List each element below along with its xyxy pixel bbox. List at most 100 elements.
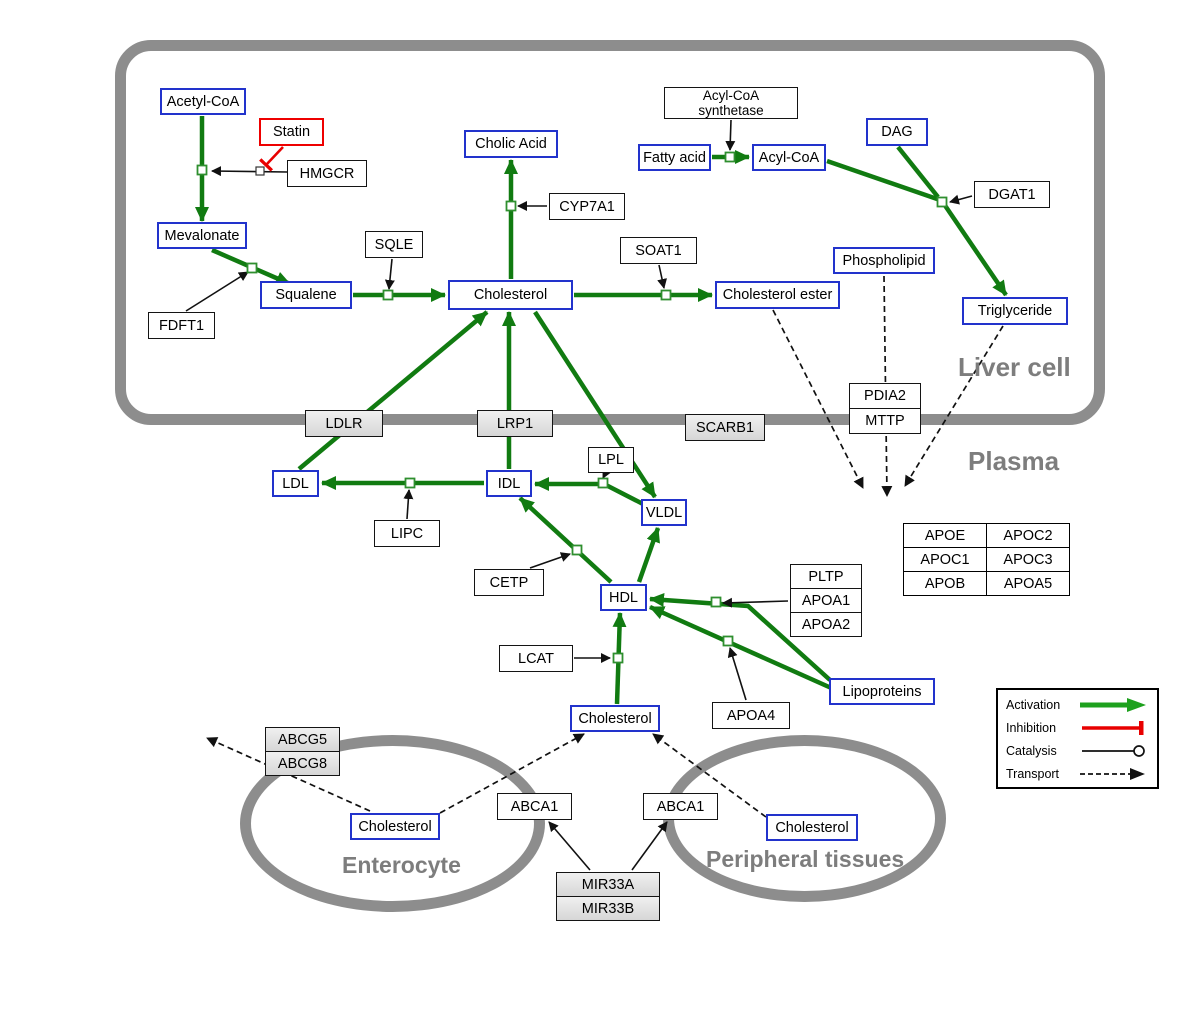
edge-junction-to-triglyceride	[942, 202, 1008, 297]
node-pdia2[interactable]: PDIA2	[849, 383, 921, 409]
node-fatty-acid[interactable]: Fatty acid	[638, 144, 711, 171]
edge-hdl-to-idl	[518, 496, 613, 584]
reaction-square	[722, 635, 734, 647]
node-dgat1[interactable]: DGAT1	[974, 181, 1050, 208]
node-lpl[interactable]: LPL	[588, 447, 634, 473]
edge-acylcoa-synthetase-catalysis	[725, 119, 736, 151]
reaction-square	[936, 196, 948, 208]
edge-ldl-to-cholesterol	[297, 310, 489, 471]
node-abca1-left[interactable]: ABCA1	[497, 793, 572, 820]
legend-activation-label: Activation	[1006, 697, 1061, 712]
node-cetp[interactable]: CETP	[474, 569, 544, 596]
apo-table-cell[interactable]: APOB	[903, 571, 987, 596]
peripheral-tissues-label: Peripheral tissues	[706, 846, 905, 872]
legend-inhibition-label: Inhibition	[1006, 720, 1057, 735]
node-cholesterol-ester[interactable]: Cholesterol ester	[715, 281, 840, 309]
node-lcat[interactable]: LCAT	[499, 645, 573, 672]
edge-cetp-catalysis	[529, 552, 571, 569]
reaction-square	[196, 164, 208, 176]
edge-cholesterol-to-vldl	[533, 310, 657, 499]
edge-cholesterylester-secretion	[772, 309, 864, 489]
edge-dag-to-junction	[896, 145, 940, 199]
plasma-label: Plasma	[968, 446, 1060, 476]
edge-triglyceride-secretion	[904, 325, 1004, 487]
edge-soat1-catalysis	[657, 264, 667, 289]
reaction-square	[724, 151, 736, 163]
node-idl[interactable]: IDL	[486, 470, 532, 497]
edge-lipc-catalysis	[403, 489, 414, 520]
reaction-square	[382, 289, 394, 301]
node-abcg5[interactable]: ABCG5	[265, 727, 340, 752]
legend-catalysis-label: Catalysis	[1006, 743, 1057, 758]
reaction-square	[710, 596, 722, 608]
node-ldl[interactable]: LDL	[272, 470, 319, 497]
node-scarb1[interactable]: SCARB1	[685, 414, 765, 441]
node-fdft1[interactable]: FDFT1	[148, 312, 215, 339]
enterocyte-region	[240, 735, 545, 912]
node-cholesterol-liver[interactable]: Cholesterol	[448, 280, 573, 310]
node-sqle[interactable]: SQLE	[365, 231, 423, 258]
edge-dgat1-catalysis	[949, 194, 973, 205]
node-mevalonate[interactable]: Mevalonate	[157, 222, 247, 249]
apo-table-cell[interactable]: APOA5	[986, 571, 1070, 596]
node-cholesterol-plasma[interactable]: Cholesterol	[570, 705, 660, 732]
legend-row-inhibition: Inhibition	[998, 716, 1157, 739]
node-hmgcr[interactable]: HMGCR	[287, 160, 367, 187]
node-vldl[interactable]: VLDL	[641, 499, 687, 526]
node-abcg8[interactable]: ABCG8	[265, 751, 340, 776]
node-lrp1[interactable]: LRP1	[477, 410, 553, 437]
node-triglyceride[interactable]: Triglyceride	[962, 297, 1068, 325]
anchor-square	[255, 166, 265, 176]
edge-peripheral-cholesterol-efflux	[652, 733, 767, 818]
apo-table-cell[interactable]: APOE	[903, 523, 987, 548]
edge-enterocyte-cholesterol-efflux	[439, 733, 585, 814]
node-acetyl-coa[interactable]: Acetyl-CoA	[160, 88, 246, 115]
node-cholic-acid[interactable]: Cholic Acid	[464, 130, 558, 158]
node-soat1[interactable]: SOAT1	[620, 237, 697, 264]
node-mttp[interactable]: MTTP	[849, 408, 921, 434]
node-squalene[interactable]: Squalene	[260, 281, 352, 309]
node-hdl[interactable]: HDL	[600, 584, 647, 611]
node-cyp7a1[interactable]: CYP7A1	[549, 193, 625, 220]
node-lipoproteins[interactable]: Lipoproteins	[829, 678, 935, 705]
activation-arrow-icon	[1080, 697, 1146, 712]
node-dag[interactable]: DAG	[866, 118, 928, 146]
node-apoa2[interactable]: APOA2	[790, 612, 862, 637]
reaction-square	[597, 477, 609, 489]
node-acyl-coa2[interactable]: Acyl-CoA	[752, 144, 826, 171]
apo-table-cell[interactable]: APOC2	[986, 523, 1070, 548]
legend-transport-label: Transport	[1006, 766, 1060, 781]
node-cholesterol-enterocyte[interactable]: Cholesterol	[350, 813, 440, 840]
node-statin[interactable]: Statin	[259, 118, 324, 146]
liver-cell-region	[115, 40, 1105, 425]
node-mir33b[interactable]: MIR33B	[556, 896, 660, 921]
reaction-square	[404, 477, 416, 489]
edge-hdl-to-vldl	[636, 527, 661, 583]
reaction-square	[571, 544, 583, 556]
legend-row-catalysis: Catalysis	[998, 739, 1157, 762]
edge-hmgcr-catalysis	[211, 166, 288, 177]
node-apoa1[interactable]: APOA1	[790, 588, 862, 613]
node-apoa4[interactable]: APOA4	[712, 702, 790, 729]
node-pltp[interactable]: PLTP	[790, 564, 862, 589]
node-acyl-coa-synthetase[interactable]: Acyl-CoA synthetase	[664, 87, 798, 119]
edge-mir33-to-abca1-left	[548, 821, 591, 871]
edge-mir33-to-abca1-right	[631, 821, 668, 871]
apo-table-cell[interactable]: APOC1	[903, 547, 987, 572]
node-ldlr[interactable]: LDLR	[305, 410, 383, 437]
node-phospholipid[interactable]: Phospholipid	[833, 247, 935, 274]
node-mir33a[interactable]: MIR33A	[556, 872, 660, 897]
legend-row-transport: Transport	[998, 762, 1157, 785]
edge-acylcoa-to-junction	[826, 158, 941, 203]
edge-statin-inhibition	[259, 146, 284, 172]
node-lipc[interactable]: LIPC	[374, 520, 440, 547]
edge-vldl-to-idl	[534, 477, 645, 507]
node-cholesterol-peripheral[interactable]: Cholesterol	[766, 814, 858, 841]
edge-pltp-apoa-catalysis	[722, 597, 789, 608]
apo-table-cell[interactable]: APOC3	[986, 547, 1070, 572]
node-abca1-right[interactable]: ABCA1	[643, 793, 718, 820]
